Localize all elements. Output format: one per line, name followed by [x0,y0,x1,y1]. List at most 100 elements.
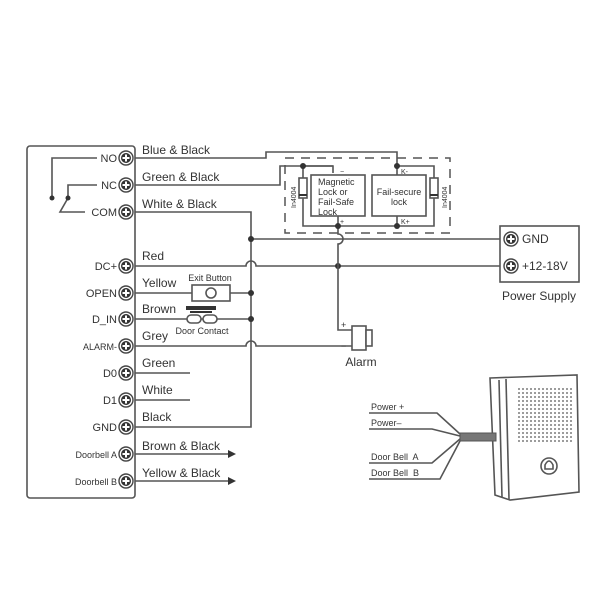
grille-dot [534,440,536,442]
grille-dot [562,392,564,394]
grille-dot [558,400,560,402]
bell-button [540,457,558,475]
grille-dot [530,388,532,390]
ps-vplus-label: +12-18V [522,259,568,273]
grille-dot [542,424,544,426]
wire-color-label: Brown [142,302,176,316]
grille-dot [542,420,544,422]
relay-symbol [49,157,97,213]
terminal-screw-icon [118,473,134,489]
svg-text:+: + [341,320,346,330]
grille-dot [558,420,560,422]
alarm-plus-wire [337,226,352,331]
grille-dot [550,408,552,410]
grille-dot [550,428,552,430]
grille-dot [526,440,528,442]
grille-dot [550,392,552,394]
grille-dot [522,424,524,426]
grille-dot [562,404,564,406]
grille-dot [562,396,564,398]
grille-dot [566,424,568,426]
grille-dot [542,412,544,414]
terminal-label: OPEN [86,288,117,300]
grille-dot [558,428,560,430]
terminal-label: D1 [103,395,117,407]
fail-secure-lock-box [371,174,427,217]
grille-dot [542,416,544,418]
terminal-screw-icon [118,338,134,354]
grille-dot [546,412,548,414]
grille-dot [522,392,524,394]
diode-right-label: In4004 [442,186,449,208]
svg-text:lock: lock [391,197,408,207]
grille-dot [566,432,568,434]
grille-dot [562,388,564,390]
grille-dot [554,396,556,398]
grille-dot [518,428,520,430]
doorbell-wire-a: Door Bell A [371,452,419,462]
grille-dot [538,424,540,426]
grille-dot [546,436,548,438]
grille-dot [534,432,536,434]
grille-dot [566,392,568,394]
grille-dot [562,440,564,442]
grille-dot [530,412,532,414]
terminal-screw-icon [118,204,134,220]
wire-color-label: Yellow [142,276,177,290]
grille-dot [558,408,560,410]
grille-dot [554,416,556,418]
grille-dot [522,404,524,406]
grille-dot [530,392,532,394]
svg-text:Magnetic: Magnetic [318,177,355,187]
terminal-screw-icon [118,446,134,462]
grille-dot [522,400,524,402]
terminal-alarm-: ALARM-Grey [83,329,168,354]
grille-dot [566,428,568,430]
grille-dot [562,432,564,434]
wire-color-label: Brown & Black [142,439,221,453]
grille-dot [570,428,572,430]
lock-labels: Magnetic Lock or Fail-Safe Lock Fail-sec… [291,169,449,226]
doorbell-a-arrow [135,450,236,458]
grille-dot [538,412,540,414]
grille-dot [522,440,524,442]
grille-dot [542,432,544,434]
terminal-label: NC [101,180,117,192]
terminal-label: Doorbell A [75,450,117,460]
grille-dot [518,424,520,426]
grille-dot [566,436,568,438]
grille-dot [526,432,528,434]
grille-dot [526,408,528,410]
grille-dot [526,388,528,390]
grille-dot [530,428,532,430]
terminal-label: GND [93,422,118,434]
grille-dot [566,420,568,422]
grille-dot [534,436,536,438]
grille-dot [542,388,544,390]
grille-dot [554,440,556,442]
doorbell-unit [369,374,580,501]
grille-dot [518,436,520,438]
grille-dot [566,408,568,410]
terminal-label: D_IN [92,314,117,326]
svg-text:Fail-secure: Fail-secure [377,187,422,197]
exit-button-label: Exit Button [188,273,232,283]
terminal-label: COM [91,207,117,219]
grille-dot [562,424,564,426]
grille-dot [554,400,556,402]
grille-dot [546,408,548,410]
grille-dot [538,400,540,402]
grille-dot [550,412,552,414]
grille-dot [562,400,564,402]
wire-color-label: Green [142,356,175,370]
grille-dot [518,396,520,398]
grille-dot [550,440,552,442]
grille-dot [546,388,548,390]
wire-color-label: Grey [142,329,168,343]
grille-dot [538,404,540,406]
grille-dot [562,428,564,430]
